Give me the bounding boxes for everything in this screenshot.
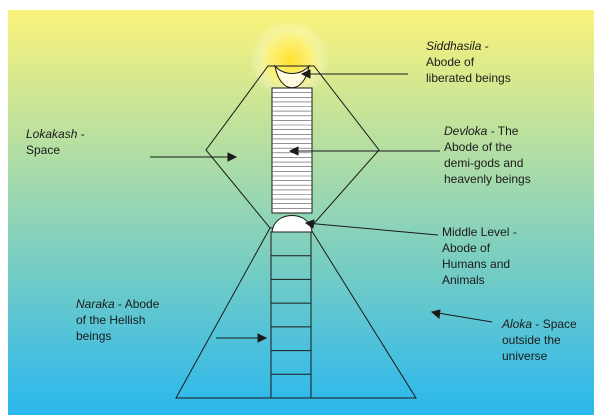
devloka-label: Devloka - The Abode of the demi-gods and… [444,123,531,187]
lokakash-label: Lokakash - Space [26,126,85,158]
siddhasila-label: Siddhasila - Abode of liberated beings [426,38,511,86]
middle-level-label: Middle Level - Abode of Humans and Anima… [442,224,517,288]
aloka-term: Aloka [502,317,532,331]
devloka-term: Devloka [444,124,487,138]
aloka-label: Aloka - Space outside the universe [502,316,577,364]
naraka-label: Naraka - Abode of the Hellish beings [76,296,159,344]
siddhasila-term: Siddhasila [426,39,481,53]
naraka-term: Naraka [76,297,115,311]
lokakash-term: Lokakash [26,127,77,141]
